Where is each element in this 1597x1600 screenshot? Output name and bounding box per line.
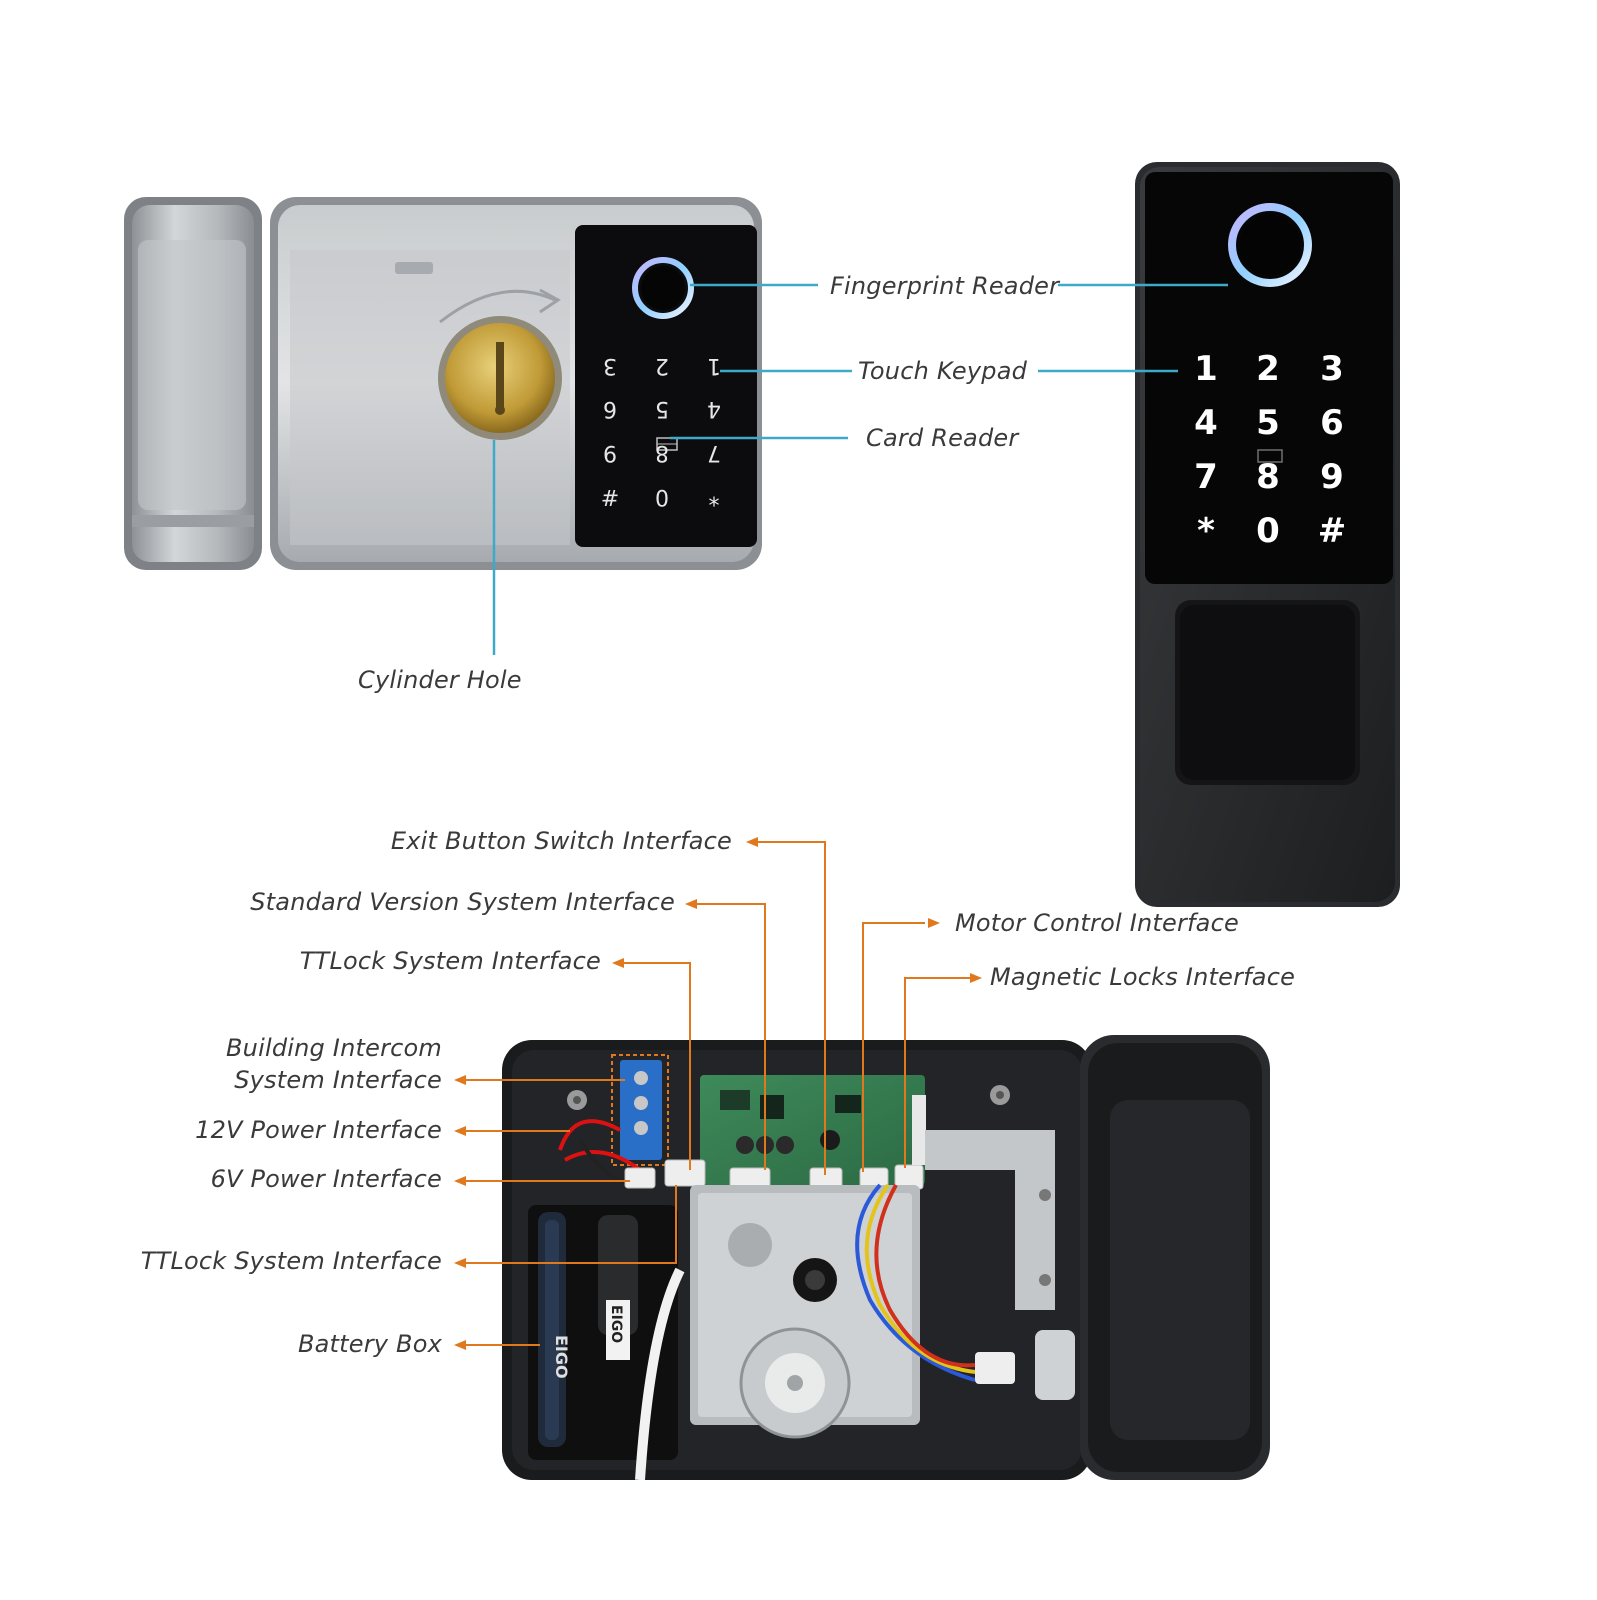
keypad-right-key: 2 — [1256, 349, 1280, 389]
label-exit-button: Exit Button Switch Interface — [390, 827, 732, 855]
keypad-left-key: 6 — [603, 396, 617, 421]
label-magnetic-locks: Magnetic Locks Interface — [990, 963, 1296, 991]
keypad-left-key: 4 — [707, 396, 721, 421]
keypad-right-key: 6 — [1320, 403, 1344, 443]
label-building-intercom-1: Building Intercom — [226, 1034, 442, 1062]
label-motor-control: Motor Control Interface — [955, 909, 1239, 937]
keypad-left-key: 2 — [655, 353, 669, 378]
keypad-panel-right — [1145, 172, 1393, 584]
label-6v-power: 6V Power Interface — [210, 1165, 442, 1193]
label-building-intercom-2: System Interface — [234, 1066, 442, 1094]
keypad-left-key: 8 — [655, 440, 669, 465]
label-ttlock-bottom: TTLock System Interface — [140, 1247, 442, 1275]
keypad-left-key: * — [709, 484, 720, 509]
label-standard-version: Standard Version System Interface — [250, 888, 675, 916]
dark-exterior-lock — [1135, 162, 1400, 907]
keypad-right-key: 4 — [1194, 403, 1218, 443]
circuit-board — [700, 1075, 925, 1185]
label-12v-power: 12V Power Interface — [195, 1116, 442, 1144]
keypad-right-key: # — [1318, 511, 1347, 551]
label-fingerprint-reader: Fingerprint Reader — [830, 272, 1060, 300]
orange-arrowheads — [454, 837, 982, 1350]
keypad-right-key: 8 — [1256, 457, 1280, 497]
keypad-left-key: 1 — [707, 353, 721, 378]
keypad-left-key: 9 — [603, 440, 617, 465]
orange-leaders — [462, 841, 970, 1346]
steel-rim-lock — [124, 197, 762, 570]
lock-internals — [502, 1035, 1270, 1481]
keypad-right-key: 3 — [1320, 349, 1344, 389]
label-touch-keypad: Touch Keypad — [858, 357, 1028, 385]
label-cylinder-hole: Cylinder Hole — [358, 666, 522, 694]
blue-leaders — [492, 283, 1228, 655]
keypad-right-key: 0 — [1256, 511, 1280, 551]
fingerprint-sensor-left — [632, 257, 694, 319]
label-battery-box: Battery Box — [297, 1330, 442, 1358]
keypad-left: 1 2 3 4 5 6 7 8 9 * 0 # — [601, 353, 721, 509]
keypad-left-key: 0 — [655, 484, 669, 509]
keypad-right-key: 7 — [1194, 457, 1218, 497]
keypad-right-key: 5 — [1256, 403, 1280, 443]
battery-text-2: EIGO — [608, 1305, 624, 1343]
keypad-right-key: * — [1197, 511, 1215, 551]
keypad-left-key: 5 — [655, 396, 669, 421]
label-card-reader: Card Reader — [866, 424, 1019, 452]
keypad-right-key: 9 — [1320, 457, 1344, 497]
keypad-left-key: 3 — [603, 353, 617, 378]
keypad-panel-left — [575, 225, 757, 547]
fingerprint-sensor-right — [1228, 203, 1312, 287]
battery-text-1: EIGO — [552, 1335, 571, 1379]
label-ttlock-top: TTLock System Interface — [299, 947, 601, 975]
keypad-left-key: # — [601, 484, 619, 509]
keypad-right-key: 1 — [1194, 349, 1218, 389]
keypad-left-key: 7 — [707, 440, 721, 465]
